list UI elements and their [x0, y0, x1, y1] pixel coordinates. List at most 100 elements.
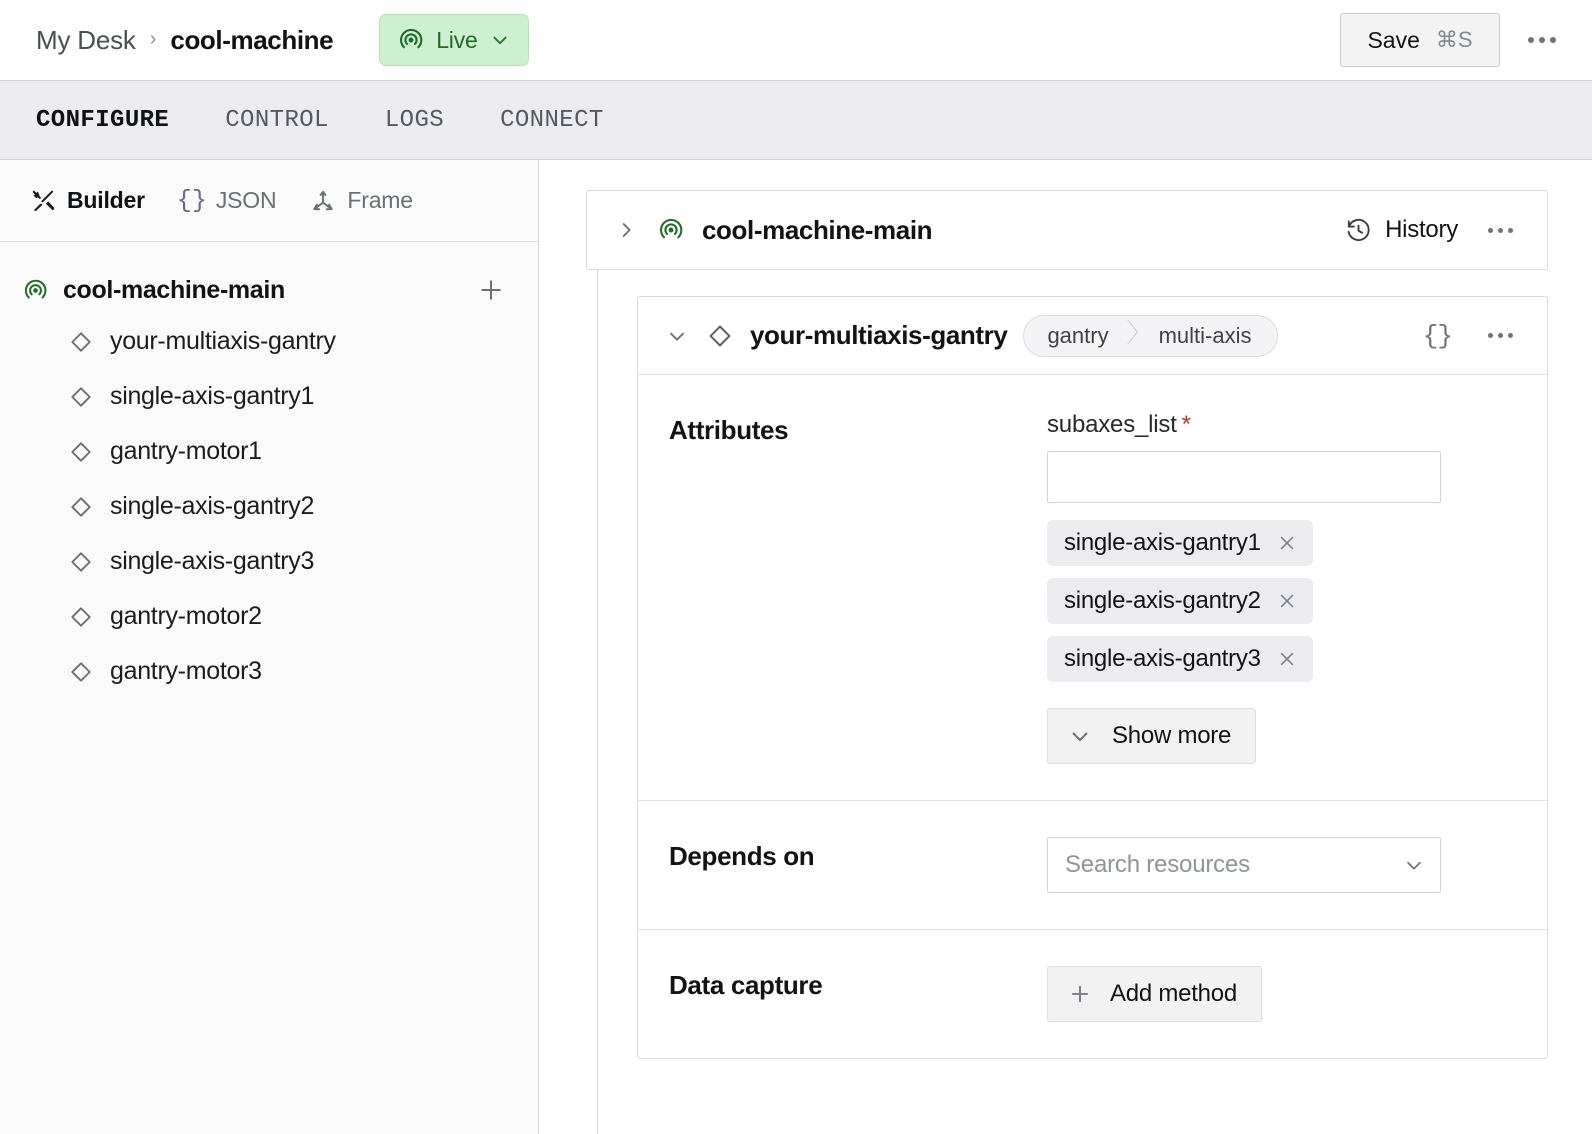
plus-icon: [1068, 982, 1092, 1006]
braces-icon[interactable]: {}: [1422, 320, 1453, 351]
tree-root-label: cool-machine-main: [63, 275, 285, 304]
tree-item-label: gantry-motor1: [110, 437, 262, 465]
diamond-icon: [68, 604, 94, 630]
live-status-badge[interactable]: Live: [379, 14, 529, 66]
tab-configure[interactable]: CONFIGURE: [36, 106, 170, 134]
tree-item-label: single-axis-gantry2: [110, 492, 315, 520]
content-area: Builder {} JSON Frame: [0, 160, 1592, 1134]
tab-connect[interactable]: CONNECT: [500, 106, 604, 134]
breadcrumb-current: cool-machine: [170, 24, 334, 55]
tree-item-gantry-motor1[interactable]: gantry-motor1: [0, 424, 538, 479]
diamond-icon: [68, 549, 94, 575]
tree-item-label: gantry-motor2: [110, 602, 262, 630]
breadcrumb-root[interactable]: My Desk: [36, 24, 136, 55]
diamond-icon: [68, 659, 94, 685]
attributes-section-body: subaxes_list* single-axis-gantry1: [1047, 411, 1517, 764]
tools-icon: [30, 188, 56, 214]
subaxes-list-label: subaxes_list*: [1047, 411, 1517, 439]
chip-single-axis-gantry3[interactable]: single-axis-gantry3: [1047, 636, 1313, 682]
chip-label: single-axis-gantry3: [1064, 645, 1261, 672]
tree-item-gantry-motor3[interactable]: gantry-motor3: [0, 644, 538, 699]
chip-single-axis-gantry2[interactable]: single-axis-gantry2: [1047, 578, 1313, 624]
sidebar-mode-switcher: Builder {} JSON Frame: [0, 160, 538, 242]
machine-card-title: cool-machine-main: [702, 214, 933, 245]
machine-card-overflow-menu-icon[interactable]: [1476, 218, 1525, 243]
save-button-label: Save: [1367, 26, 1420, 53]
sidebar-mode-json[interactable]: {} JSON: [177, 187, 277, 214]
sidebar-mode-frame[interactable]: Frame: [310, 187, 413, 214]
chevron-down-icon: [1403, 854, 1425, 876]
save-button[interactable]: Save ⌘S: [1340, 13, 1500, 67]
data-capture-section-body: Add method: [1047, 966, 1517, 1022]
chip-label: single-axis-gantry2: [1064, 587, 1261, 614]
primary-tab-bar: CONFIGURE CONTROL LOGS CONNECT: [0, 80, 1592, 160]
resource-card-your-multiaxis-gantry: your-multiaxis-gantry gantry multi-axis …: [637, 296, 1548, 1059]
data-capture-section-label: Data capture: [669, 970, 823, 1000]
diamond-icon: [68, 384, 94, 410]
resource-card-wrapper: your-multiaxis-gantry gantry multi-axis …: [586, 270, 1548, 1134]
subaxes-list-input[interactable]: [1047, 451, 1441, 503]
broadcast-icon: [397, 26, 425, 54]
tree-item-your-multiaxis-gantry[interactable]: your-multiaxis-gantry: [0, 314, 538, 369]
tab-logs[interactable]: LOGS: [384, 106, 445, 134]
close-icon[interactable]: [1277, 649, 1297, 669]
top-bar-overflow-menu-icon[interactable]: [1516, 27, 1568, 53]
chevron-down-icon[interactable]: [666, 325, 688, 347]
chevron-down-icon[interactable]: [489, 29, 511, 51]
tree-item-single-axis-gantry1[interactable]: single-axis-gantry1: [0, 369, 538, 424]
resource-card-header: your-multiaxis-gantry gantry multi-axis …: [638, 297, 1547, 375]
resource-type-pill[interactable]: gantry multi-axis: [1023, 314, 1278, 357]
tree-item-single-axis-gantry2[interactable]: single-axis-gantry2: [0, 479, 538, 534]
show-more-label: Show more: [1112, 722, 1232, 749]
chip-label: single-axis-gantry1: [1064, 529, 1261, 556]
history-button[interactable]: History: [1341, 210, 1462, 250]
chevron-right-icon[interactable]: [615, 219, 637, 241]
breadcrumb-separator-icon: ›: [149, 28, 157, 50]
required-marker: *: [1181, 411, 1191, 438]
tree-item-label: single-axis-gantry3: [110, 547, 315, 575]
depends-on-select-placeholder: Search resources: [1065, 851, 1250, 878]
resource-api-label: gantry: [1047, 322, 1109, 348]
tree-item-gantry-motor2[interactable]: gantry-motor2: [0, 589, 538, 644]
breadcrumb: My Desk › cool-machine: [36, 24, 334, 56]
chevron-down-icon: [1068, 724, 1092, 748]
close-icon[interactable]: [1277, 533, 1297, 553]
show-more-button[interactable]: Show more: [1047, 708, 1257, 764]
sidebar-mode-builder[interactable]: Builder: [30, 187, 145, 214]
sidebar-mode-json-label: JSON: [215, 187, 277, 213]
add-resource-plus-icon[interactable]: [474, 273, 508, 307]
tree-item-label: single-axis-gantry1: [110, 382, 315, 410]
machine-card-actions: History: [1341, 210, 1525, 250]
sidebar: Builder {} JSON Frame: [0, 160, 539, 1134]
depends-on-select[interactable]: Search resources: [1047, 837, 1441, 893]
tree-item-single-axis-gantry3[interactable]: single-axis-gantry3: [0, 534, 538, 589]
chip-single-axis-gantry1[interactable]: single-axis-gantry1: [1047, 520, 1313, 566]
close-icon[interactable]: [1277, 591, 1297, 611]
diamond-icon: [68, 494, 94, 520]
diamond-icon: [68, 329, 94, 355]
depends-on-section-label: Depends on: [669, 841, 815, 871]
subaxes-chip-list: single-axis-gantry1 single-axis-gantry2: [1047, 520, 1517, 682]
pill-chevron-separator-icon: [1119, 316, 1137, 356]
history-icon: [1345, 217, 1372, 244]
depends-on-section: Depends on Search resources: [638, 801, 1547, 930]
add-method-button[interactable]: Add method: [1047, 966, 1262, 1022]
tree-item-label: gantry-motor3: [110, 657, 262, 685]
tree-root-cool-machine-main[interactable]: cool-machine-main: [0, 266, 538, 314]
resource-model-label: multi-axis: [1158, 322, 1252, 348]
main-panel: cool-machine-main History: [539, 160, 1592, 1134]
depends-on-section-body: Search resources: [1047, 837, 1517, 893]
tree-connector-line: [597, 270, 598, 1134]
broadcast-icon: [657, 216, 685, 244]
history-button-label: History: [1385, 216, 1458, 243]
resource-tree: cool-machine-main your-multiaxis-gantry: [0, 242, 538, 699]
subaxes-list-label-text: subaxes_list: [1047, 411, 1177, 438]
data-capture-section: Data capture Add method: [638, 930, 1547, 1058]
tree-item-label: your-multiaxis-gantry: [110, 327, 336, 355]
top-bar: My Desk › cool-machine Live Save ⌘S: [0, 0, 1592, 80]
live-status-label: Live: [436, 26, 478, 53]
tab-control[interactable]: CONTROL: [225, 106, 329, 134]
resource-card-overflow-menu-icon[interactable]: [1476, 323, 1525, 348]
sidebar-mode-builder-label: Builder: [67, 187, 145, 213]
attributes-section: Attributes subaxes_list* single-axis-gan…: [638, 375, 1547, 801]
